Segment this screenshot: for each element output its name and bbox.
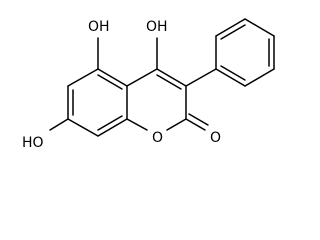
- molecule-structure: OH OH HO O O: [22, 18, 275, 151]
- atom-labels: OH OH HO O O: [22, 19, 221, 151]
- pyranone-ring: [126, 68, 187, 131]
- benzo-ring: [67, 68, 128, 137]
- oh-top-label: OH: [146, 19, 168, 35]
- substituent-bonds: [49, 37, 217, 131]
- carbonyl-oxygen-label: O: [210, 130, 221, 146]
- ring-oxygen-label: O: [152, 130, 163, 146]
- phenyl-ring: [215, 18, 275, 87]
- oh-c7-label: HO: [22, 135, 44, 151]
- oh-c5-label: OH: [88, 19, 110, 35]
